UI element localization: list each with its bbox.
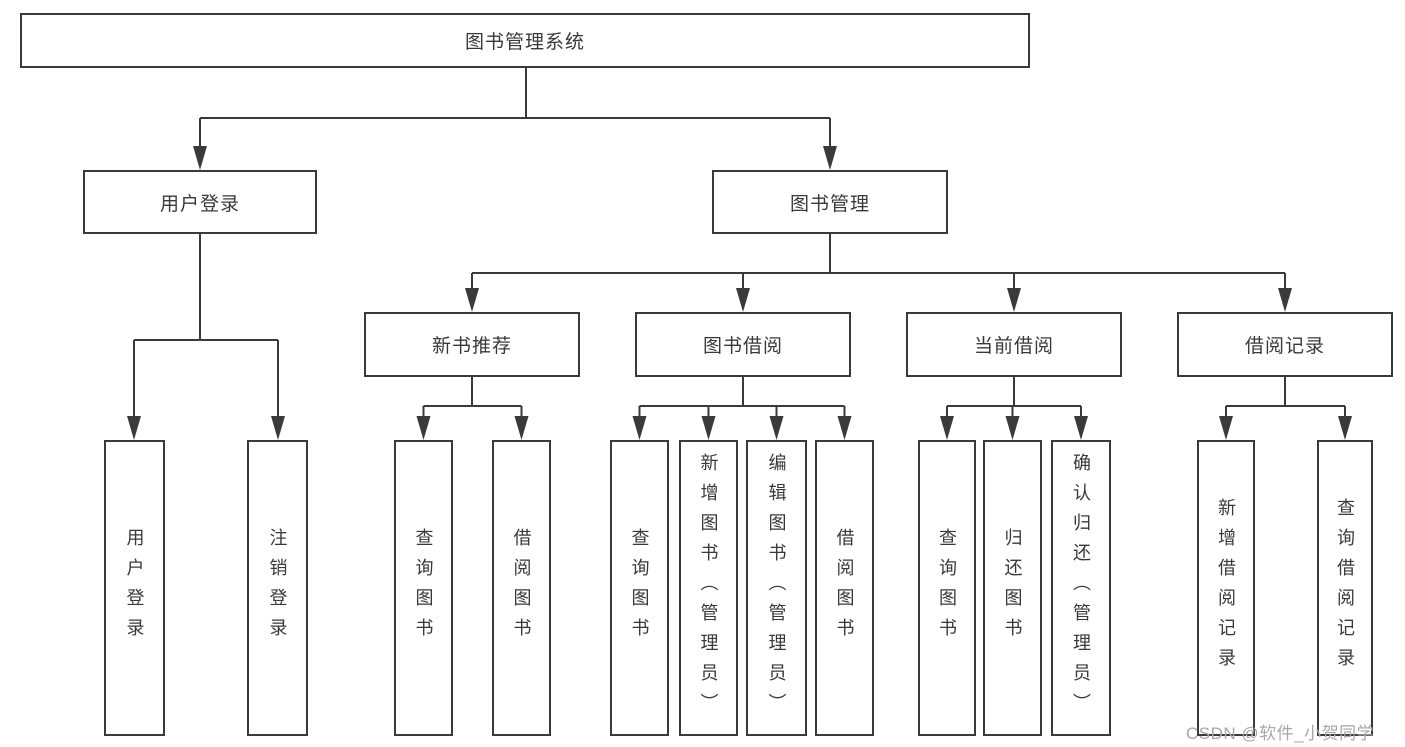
arrow-icon <box>837 416 852 440</box>
leaf-confirm-return-admin: 确认归还（管理员） <box>1051 440 1111 736</box>
arrow-icon <box>736 288 750 312</box>
leaf-query-books-current: 查询图书 <box>918 440 976 736</box>
connector-current-borrow-to-leaves <box>946 377 1082 420</box>
node-label: 图书管理 <box>789 193 870 215</box>
node-new-book-recommend: 新书推荐 <box>364 312 580 377</box>
arrow-icon <box>1338 416 1352 440</box>
arrow-icon <box>127 416 141 440</box>
node-label: 当前借阅 <box>973 336 1054 357</box>
connector-book-borrow-to-leaves <box>638 377 846 420</box>
node-current-borrowing: 当前借阅 <box>906 312 1122 377</box>
leaf-query-borrow-record: 查询借阅记录 <box>1317 440 1373 736</box>
arrow-icon <box>1007 288 1021 312</box>
node-label: 借阅记录 <box>1244 336 1325 357</box>
arrow-icon <box>769 416 784 440</box>
node-label: 新书推荐 <box>431 336 512 357</box>
node-label: 查询图书 <box>937 528 957 648</box>
arrowheads <box>127 146 1352 440</box>
arrow-icon <box>940 416 954 440</box>
arrow-icon <box>1074 416 1088 440</box>
arrow-icon <box>632 416 647 440</box>
leaf-edit-books-admin: 编辑图书（管理员） <box>746 440 807 736</box>
node-label: 新增图书（管理员） <box>698 453 719 723</box>
leaf-query-books-borrowing: 查询图书 <box>610 440 669 736</box>
arrow-icon <box>465 288 479 312</box>
connector-new-rec-to-leaves <box>422 377 523 420</box>
leaf-borrow-books: 借阅图书 <box>815 440 874 736</box>
leaf-return-books: 归还图书 <box>983 440 1042 736</box>
node-borrowing-records: 借阅记录 <box>1177 312 1393 377</box>
node-library-system: 图书管理系统 <box>20 13 1030 68</box>
node-book-management: 图书管理 <box>712 170 948 234</box>
connector-book-mgmt-to-level3 <box>471 234 1286 292</box>
node-label: 注销登录 <box>267 528 288 648</box>
node-label: 新增借阅记录 <box>1216 498 1236 678</box>
node-label: 查询图书 <box>413 528 434 648</box>
node-user-login: 用户登录 <box>83 170 317 234</box>
node-label: 图书借阅 <box>702 336 783 357</box>
arrow-icon <box>514 416 529 440</box>
leaf-add-books-admin: 新增图书（管理员） <box>679 440 738 736</box>
node-label: 用户登录 <box>124 528 145 648</box>
node-label: 确认归还（管理员） <box>1071 453 1091 723</box>
leaf-borrow-books-recommend: 借阅图书 <box>492 440 551 736</box>
node-book-borrowing: 图书借阅 <box>635 312 851 377</box>
connector-user-login-to-leaves <box>133 234 279 420</box>
connector-records-to-leaves <box>1225 377 1346 420</box>
arrow-icon <box>416 416 431 440</box>
arrow-icon <box>701 416 716 440</box>
csdn-watermark: CSDN @软件_小贺同学 <box>1186 724 1375 743</box>
node-label: 查询图书 <box>629 528 650 648</box>
arrow-icon <box>271 416 285 440</box>
arrow-icon <box>823 146 837 170</box>
leaf-add-borrow-record: 新增借阅记录 <box>1197 440 1255 736</box>
node-label: 归还图书 <box>1002 528 1023 648</box>
arrow-icon <box>193 146 207 170</box>
node-label: 编辑图书（管理员） <box>766 453 787 723</box>
leaf-user-login: 用户登录 <box>104 440 165 736</box>
node-label: 借阅图书 <box>511 528 532 648</box>
arrow-icon <box>1278 288 1292 312</box>
node-label: 查询借阅记录 <box>1335 498 1355 678</box>
connector-root-to-level2 <box>199 68 831 150</box>
node-label: 图书管理系统 <box>464 32 585 53</box>
arrow-icon <box>1005 416 1020 440</box>
leaf-query-books-recommend: 查询图书 <box>394 440 453 736</box>
node-label: 用户登录 <box>159 193 240 215</box>
leaf-logout: 注销登录 <box>247 440 308 736</box>
arrow-icon <box>1219 416 1233 440</box>
node-label: 借阅图书 <box>834 528 855 648</box>
